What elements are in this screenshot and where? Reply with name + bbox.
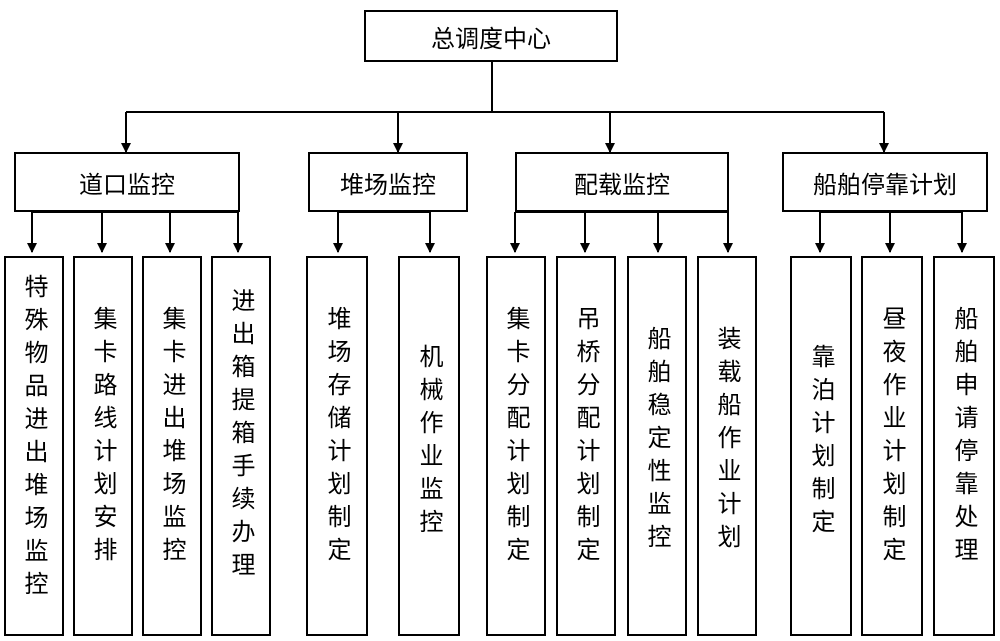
task-box: 特殊物品进出堆场监控 xyxy=(4,256,64,636)
task-box: 船舶申请停靠处理 xyxy=(933,256,995,636)
task-label: 昼夜作业计划制定 xyxy=(878,306,906,570)
dept-box-berthing-plan: 船舶停靠计划 xyxy=(782,152,988,212)
dept-label: 配载监控 xyxy=(574,170,670,199)
task-box: 进出箱提箱手续办理 xyxy=(211,256,271,636)
task-label: 靠泊计划制定 xyxy=(807,344,835,542)
dept-label: 堆场监控 xyxy=(340,170,436,199)
task-label: 装载船作业计划 xyxy=(713,326,741,557)
root-box-dispatch-center: 总调度中心 xyxy=(364,10,618,62)
dept-box-yard-monitoring: 堆场监控 xyxy=(308,152,468,212)
task-box: 靠泊计划制定 xyxy=(790,256,852,636)
task-box: 机械作业监控 xyxy=(398,256,460,636)
task-box: 装载船作业计划 xyxy=(697,256,757,636)
dept-label: 道口监控 xyxy=(79,170,175,199)
task-label: 船舶稳定性监控 xyxy=(643,326,671,557)
task-label: 集卡进出堆场监控 xyxy=(158,306,186,570)
task-label: 吊桥分配计划制定 xyxy=(572,306,600,570)
task-label: 集卡分配计划制定 xyxy=(502,306,530,570)
task-box: 昼夜作业计划制定 xyxy=(861,256,923,636)
task-label: 集卡路线计划安排 xyxy=(89,306,117,570)
task-label: 特殊物品进出堆场监控 xyxy=(20,274,48,604)
dept-label: 船舶停靠计划 xyxy=(813,170,957,199)
task-label: 船舶申请停靠处理 xyxy=(950,306,978,570)
task-box: 集卡分配计划制定 xyxy=(486,256,546,636)
task-label: 进出箱提箱手续办理 xyxy=(227,288,255,585)
dept-box-stowage-monitoring: 配载监控 xyxy=(515,152,729,212)
root-label: 总调度中心 xyxy=(431,24,551,53)
task-box: 集卡路线计划安排 xyxy=(73,256,133,636)
task-label: 堆场存储计划制定 xyxy=(323,306,351,570)
dept-box-gate-monitoring: 道口监控 xyxy=(14,152,240,212)
task-box: 吊桥分配计划制定 xyxy=(556,256,616,636)
task-label: 机械作业监控 xyxy=(415,344,443,542)
task-box: 船舶稳定性监控 xyxy=(627,256,687,636)
task-box: 集卡进出堆场监控 xyxy=(142,256,202,636)
task-box: 堆场存储计划制定 xyxy=(306,256,368,636)
